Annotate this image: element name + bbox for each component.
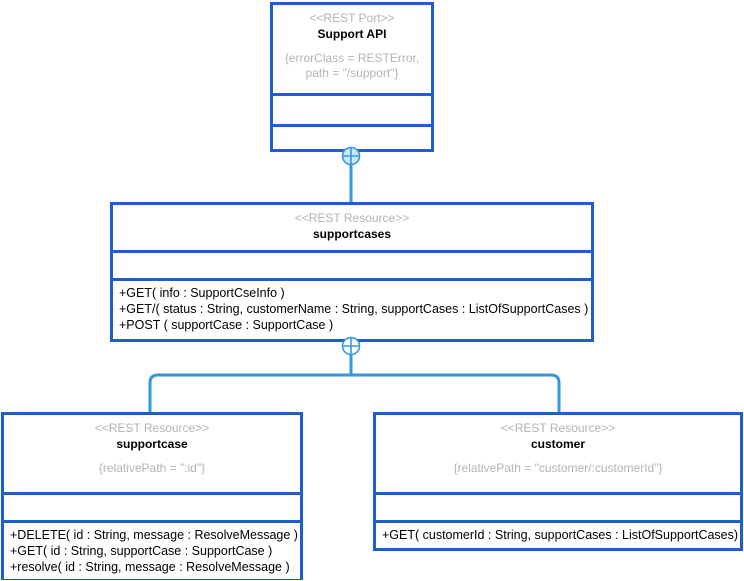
constraint-label: {relativePath = ":id"} — [98, 461, 206, 475]
header-compartment-customer: <<REST Resource>> customer {relativePath… — [376, 415, 740, 492]
attributes-compartment-support-api — [273, 93, 431, 124]
class-name-label: customer — [530, 437, 586, 451]
class-box-support-api[interactable]: <<REST Port>> Support API {errorClass = … — [270, 2, 434, 152]
class-box-customer[interactable]: <<REST Resource>> customer {relativePath… — [373, 412, 743, 551]
class-name-label: supportcases — [312, 227, 392, 241]
stereotype-label: <<REST Resource>> — [94, 421, 210, 435]
stereotype-label: <<REST Resource>> — [294, 211, 410, 225]
operations-compartment-customer: +GET( customerId : String, supportCases … — [376, 520, 740, 547]
header-compartment-supportcase: <<REST Resource>> supportcase {relativeP… — [4, 415, 300, 492]
operations-compartment-supportcases: +GET( info : SupportCseInfo ) +GET/( sta… — [113, 278, 591, 337]
operation-row: +POST ( supportCase : SupportCase ) — [119, 318, 334, 332]
link-supportcases-customer — [349, 373, 561, 414]
stereotype-label: <<REST Resource>> — [500, 421, 616, 435]
constraint-label: {errorClass = RESTError, path = "/suppor… — [284, 51, 420, 80]
operations-compartment-support-api — [273, 124, 431, 149]
class-name-label: supportcase — [116, 437, 188, 451]
attributes-compartment-supportcases — [113, 250, 591, 278]
operation-row: +GET( customerId : String, supportCases … — [382, 528, 739, 542]
operation-row: +resolve( id : String, message : Resolve… — [10, 560, 290, 574]
attributes-compartment-supportcase — [4, 492, 300, 520]
operation-row: +DELETE( id : String, message : ResolveM… — [10, 528, 298, 542]
header-compartment-support-api: <<REST Port>> Support API {errorClass = … — [273, 5, 431, 93]
attributes-compartment-customer — [376, 492, 740, 520]
header-compartment-supportcases: <<REST Resource>> supportcases — [113, 205, 591, 250]
link-supportcases-supportcase — [148, 373, 353, 414]
class-box-supportcase[interactable]: <<REST Resource>> supportcase {relativeP… — [1, 412, 303, 580]
operations-compartment-supportcase: +DELETE( id : String, message : ResolveM… — [4, 520, 300, 579]
containment-icon-support-api — [341, 146, 361, 166]
stereotype-label: <<REST Port>> — [309, 11, 395, 25]
constraint-label: {relativePath = "customer/:customerId"} — [453, 461, 663, 475]
operation-row: +GET( info : SupportCseInfo ) — [119, 286, 285, 300]
containment-icon-supportcases — [341, 336, 361, 356]
class-name-label: Support API — [317, 27, 387, 41]
class-box-supportcases[interactable]: <<REST Resource>> supportcases +GET( inf… — [110, 202, 594, 342]
operation-row: +GET( id : String, supportCase : Support… — [10, 544, 273, 558]
operation-row: +GET/( status : String, customerName : S… — [119, 302, 589, 316]
